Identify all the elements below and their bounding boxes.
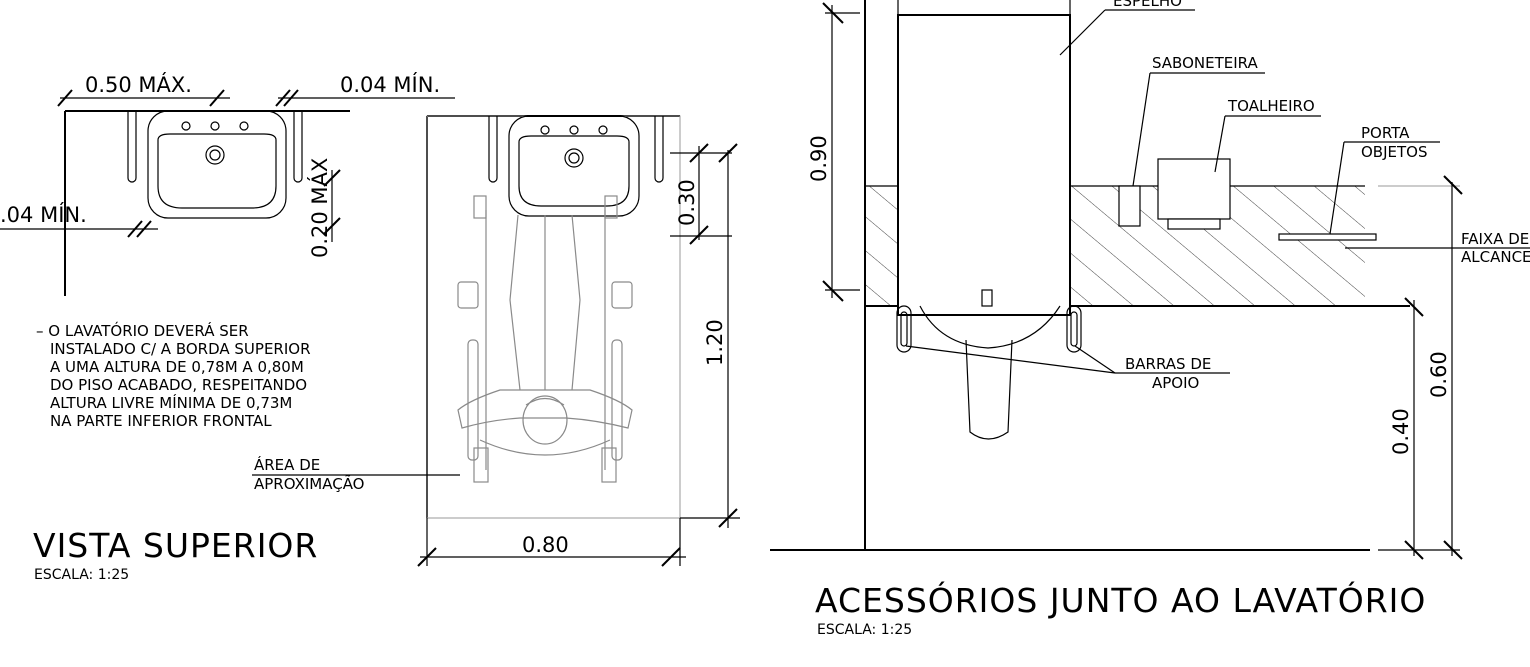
note-line-3: A UMA ALTURA DE 0,78M A 0,80M: [50, 358, 304, 376]
object-holder-label-line-2: OBJETOS: [1361, 143, 1428, 161]
grab-bars-label-line-2: APOIO: [1152, 374, 1199, 392]
elevation-scale: ESCALA: 1:25: [817, 622, 912, 638]
mirror: ESPELHO: [897, 0, 1195, 316]
dim-0-60: 0.60: [1378, 175, 1463, 560]
dim-0-60-label: 0.60: [1427, 351, 1451, 398]
note-line-4: DO PISO ACABADO, RESPEITANDO: [50, 376, 307, 394]
approach-area: [426, 115, 681, 519]
top-view-grab-bar-right: [293, 111, 303, 183]
elevation-grab-bar-right: [1066, 305, 1082, 353]
dim-gap-min-left: .04 MÍN.: [0, 202, 158, 238]
wheelchair-user-icon: [457, 195, 633, 483]
towel-holder-label: TOALHEIRO: [1227, 97, 1315, 115]
dim-0-30: 0.30: [670, 143, 732, 245]
dim-width-max: 0.50 MÁX.: [57, 72, 230, 107]
reach-zone-label-line-1: FAIXA DE: [1461, 230, 1529, 248]
dim-gap-min-left-label: .04 MÍN.: [0, 202, 87, 227]
top-view-grab-bar-left: [127, 111, 137, 183]
top-view-scale: ESCALA: 1:25: [34, 567, 129, 583]
dim-depth-max: 0.20 MÁX: [307, 158, 341, 258]
reach-zone-label: FAIXA DE ALCANCE: [1345, 230, 1530, 266]
dim-width-max-label: 0.50 MÁX.: [85, 72, 192, 97]
dim-0-90: 0.90: [807, 2, 860, 302]
dim-0-30-label: 0.30: [675, 179, 699, 226]
note-line-5: ALTURA LIVRE MÍNIMA DE 0,73M: [50, 393, 292, 412]
dim-depth-max-label: 0.20 MÁX: [307, 158, 332, 258]
top-view-title: VISTA SUPERIOR: [33, 526, 318, 565]
dim-0-80-label: 0.80: [522, 533, 569, 557]
dim-1-20-label: 1.20: [703, 319, 727, 366]
elevation-washbasin: [919, 289, 1061, 440]
object-holder: PORTA OBJETOS: [1278, 124, 1440, 241]
towel-holder: TOALHEIRO: [1157, 97, 1321, 230]
top-view-washbasin: [147, 110, 287, 219]
approach-label-line-1: ÁREA DE: [254, 455, 320, 474]
approach-label-line-2: APROXIMAÇÃO: [254, 474, 365, 493]
dim-0-40-label: 0.40: [1389, 408, 1413, 455]
elevation-grab-bar-left: [896, 305, 912, 353]
elevation-title: ACESSÓRIOS JUNTO AO LAVATÓRIO: [815, 580, 1426, 620]
grab-bars-label: BARRAS DE APOIO: [905, 345, 1230, 392]
reach-zone-label-line-2: ALCANCE: [1461, 248, 1530, 266]
grab-bars-label-line-1: BARRAS DE: [1125, 355, 1211, 373]
note-line-1: – O LAVATÓRIO DEVERÁ SER: [36, 321, 249, 340]
dim-0-90-label: 0.90: [807, 135, 831, 182]
dim-gap-min-top: 0.04 MÍN.: [275, 72, 455, 107]
installation-note: – O LAVATÓRIO DEVERÁ SER INSTALADO C/ A …: [36, 321, 311, 430]
dim-0-40: 0.40: [1389, 297, 1424, 560]
soap-dish-label: SABONETEIRA: [1152, 54, 1258, 72]
dim-gap-min-top-label: 0.04 MÍN.: [340, 72, 440, 97]
object-holder-label-line-1: PORTA: [1361, 124, 1410, 142]
dim-1-20: 1.20: [680, 143, 740, 528]
note-line-2: INSTALADO C/ A BORDA SUPERIOR: [50, 340, 311, 358]
approach-area-label: ÁREA DE APROXIMAÇÃO: [252, 455, 460, 493]
note-line-6: NA PARTE INFERIOR FRONTAL: [50, 412, 272, 430]
dim-0-80: 0.80: [417, 518, 686, 567]
soap-dish: SABONETEIRA: [1118, 54, 1265, 227]
mirror-label: ESPELHO: [1113, 0, 1182, 10]
